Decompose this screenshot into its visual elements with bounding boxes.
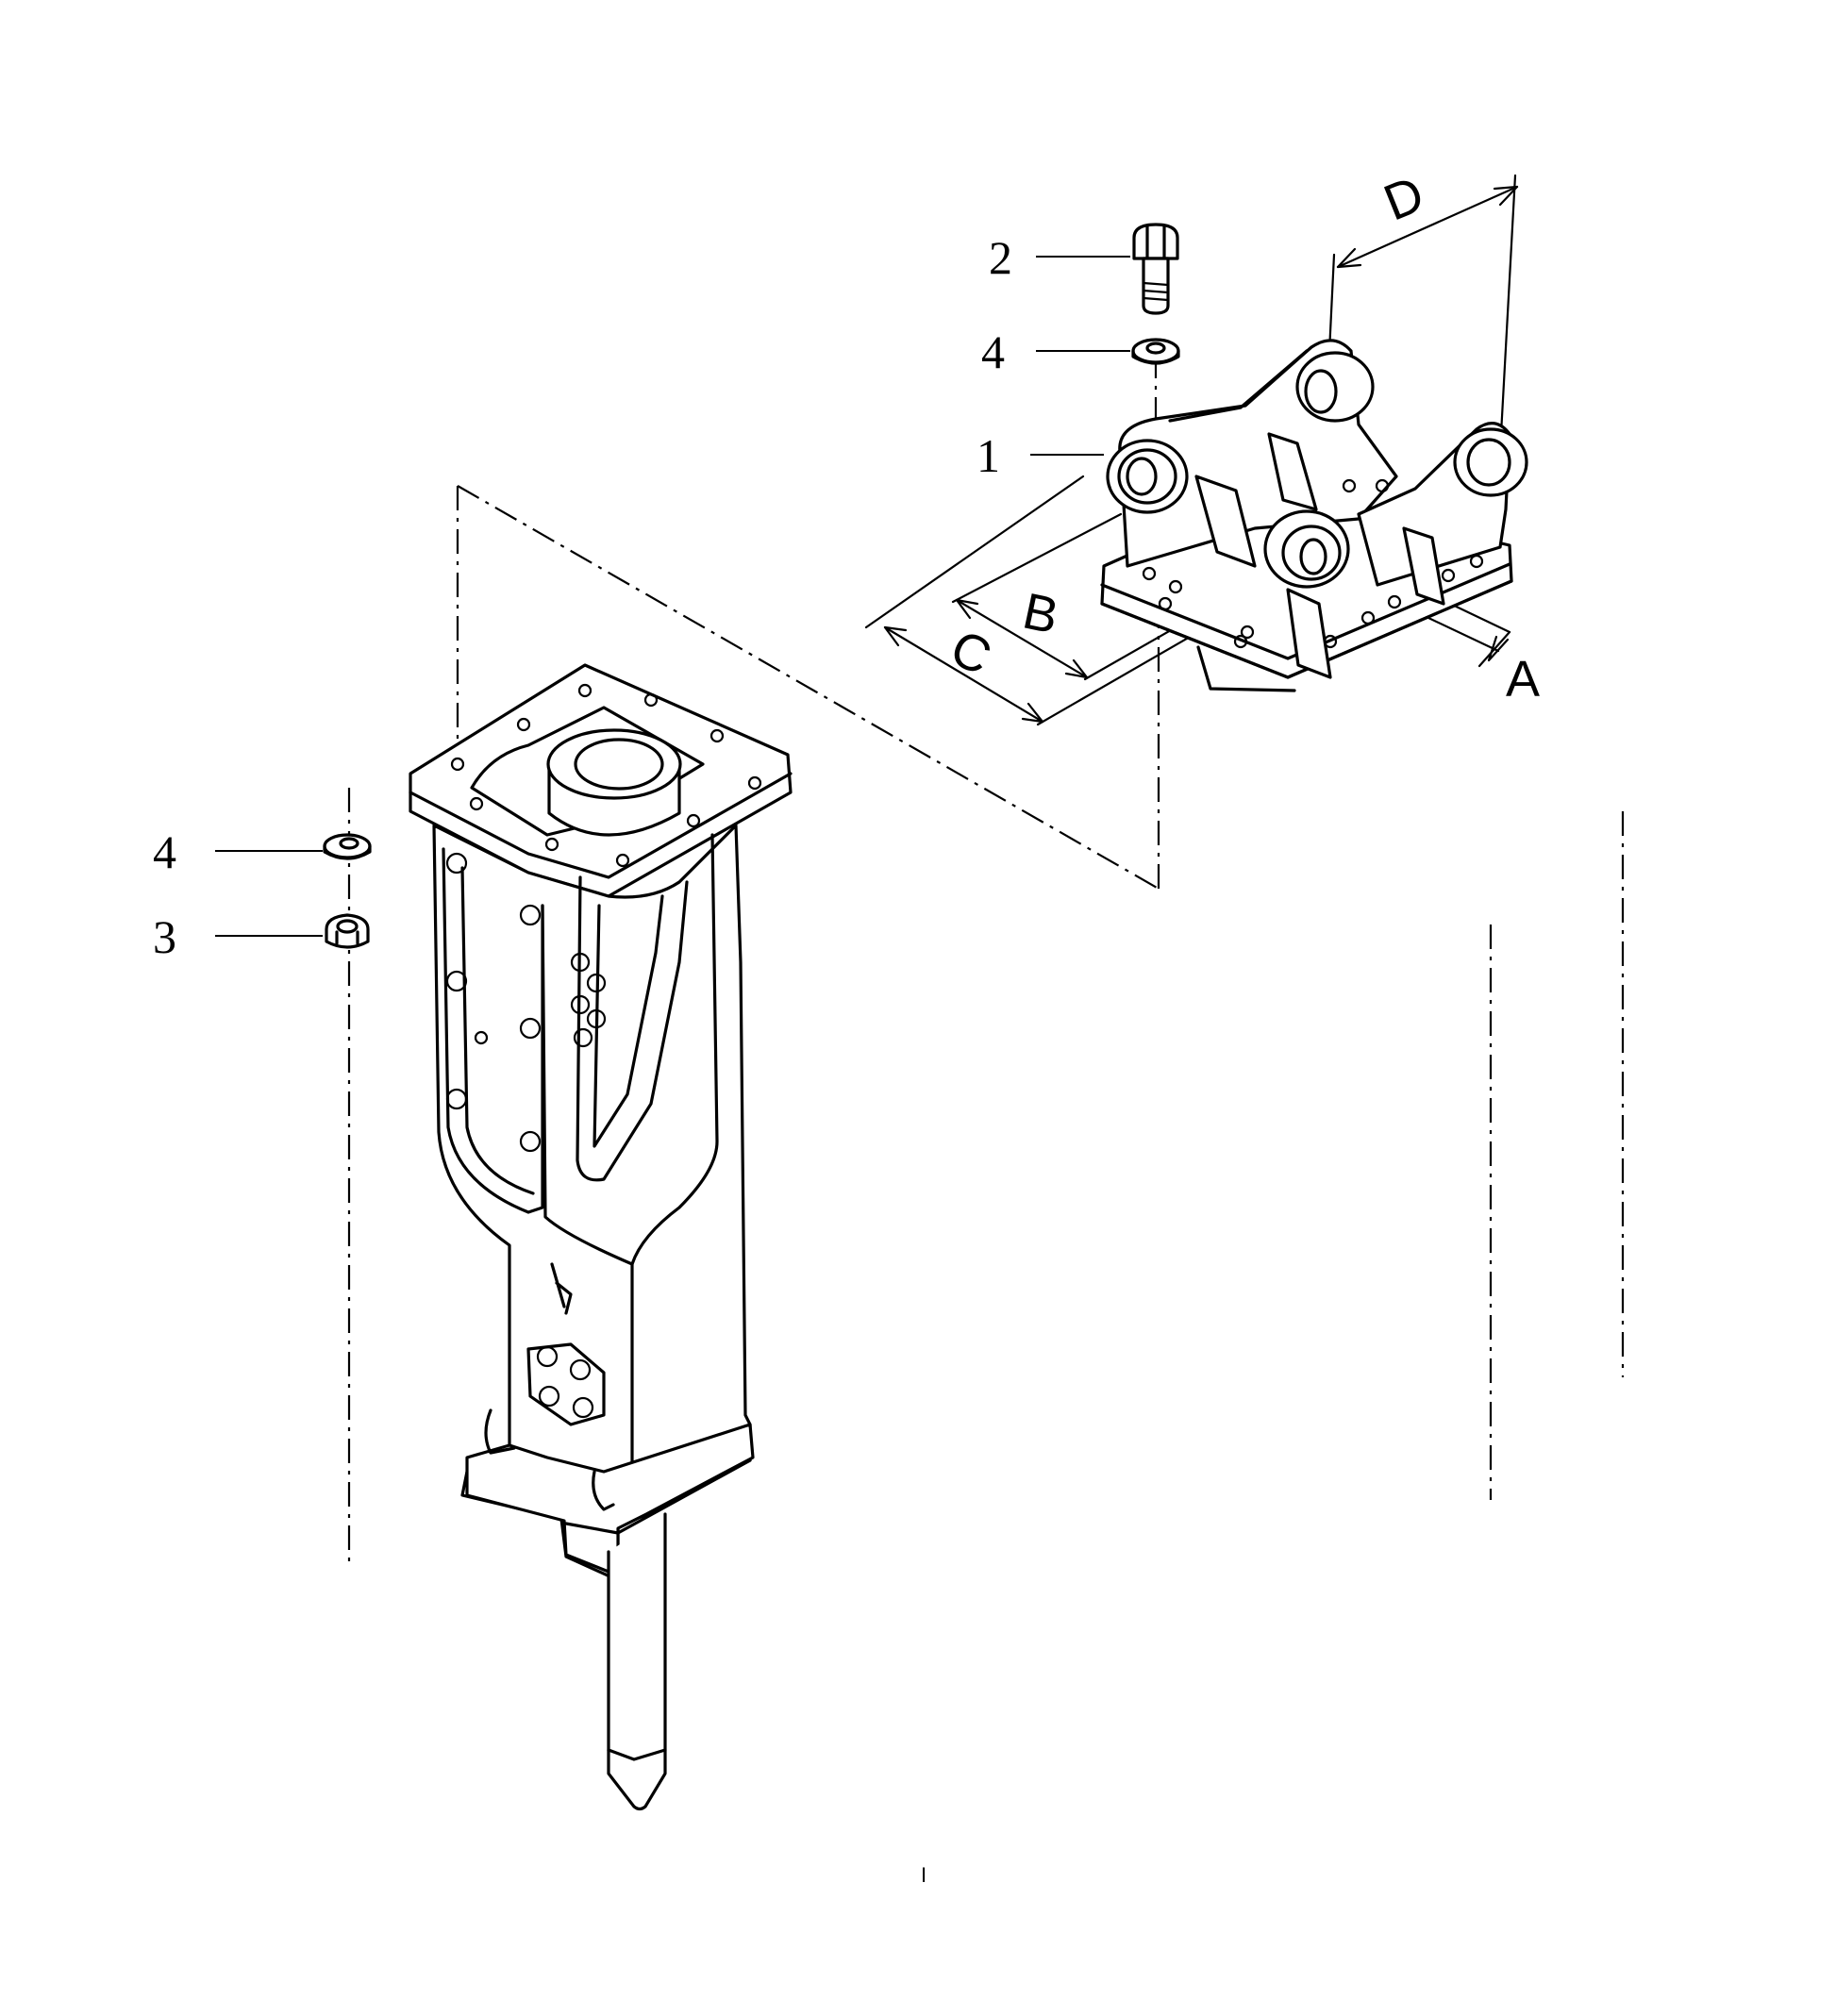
bracket-part: [1100, 339, 1528, 692]
breaker-body: [409, 663, 793, 1582]
dimension-label-a: A: [1506, 651, 1540, 708]
nut-part: [325, 913, 370, 949]
dimension-label-b: B: [1018, 583, 1063, 645]
callout-3: 3: [153, 910, 176, 963]
washer-top-part: [1131, 338, 1180, 365]
breaker-side-bolts: [445, 852, 607, 1153]
callout-4-top: 4: [981, 325, 1005, 378]
bolt-part: [1132, 223, 1179, 315]
bracket-base-holes: [1142, 478, 1484, 649]
breaker-top-holes: [450, 683, 762, 868]
callout-4-left: 4: [153, 825, 176, 878]
footer-mark: I: [921, 1863, 926, 1887]
chisel-tool: [607, 1512, 667, 1811]
callout-2: 2: [989, 231, 1012, 284]
washer-left-part: [323, 833, 372, 860]
dimension-label-c: C: [943, 619, 1000, 686]
callout-1: 1: [976, 429, 1000, 482]
callout-leaders: [215, 256, 1130, 937]
dimension-label-d: D: [1377, 165, 1432, 231]
